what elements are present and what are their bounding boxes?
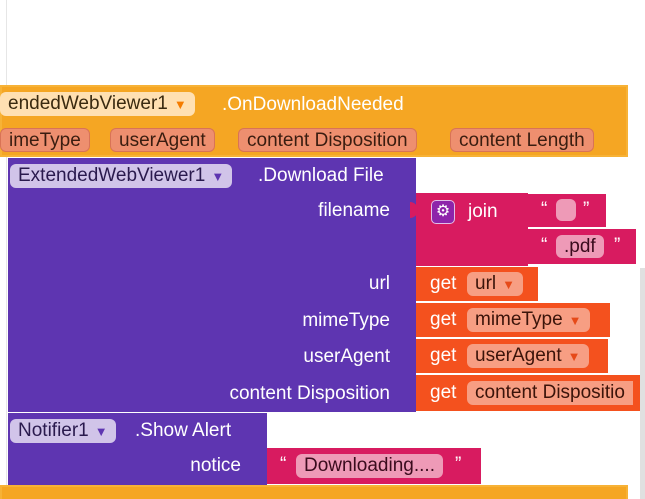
event-param-mimetype[interactable]: imeType xyxy=(0,128,90,152)
arg-notice-label: notice xyxy=(190,455,241,476)
get-url-block[interactable]: get url▼ xyxy=(416,267,538,301)
chevron-down-icon: ▼ xyxy=(502,277,515,292)
get-content-disposition-block[interactable]: get content Dispositio xyxy=(416,375,645,411)
text-block-pdf[interactable]: “ .pdf ” xyxy=(528,229,636,264)
arg-mimetype-label: mimeType xyxy=(302,310,390,331)
arg-url-label: url xyxy=(368,273,390,294)
text-pdf-field[interactable]: .pdf xyxy=(556,235,604,258)
chevron-down-icon: ▼ xyxy=(568,313,582,328)
quote-open-icon-glyph: “ xyxy=(280,454,287,475)
text-block-downloading[interactable]: “ Downloading.... ” xyxy=(267,448,481,484)
quote-close-icon: ” xyxy=(614,235,621,256)
arg-useragent-label: userAgent xyxy=(303,346,390,367)
event-component-dropdown[interactable]: endedWebViewer1▼ xyxy=(0,92,195,116)
quote-open-icon: “ xyxy=(541,199,548,220)
text-block-empty[interactable]: “ ” xyxy=(528,194,606,227)
arg-filename-label: filename xyxy=(318,200,390,221)
quote-close-icon: ” xyxy=(455,454,462,475)
quote-close-icon: ” xyxy=(583,199,590,220)
text-downloading-field[interactable]: Downloading.... xyxy=(296,454,443,478)
chevron-down-icon: ▼ xyxy=(173,97,187,112)
join-block[interactable]: ⚙ join xyxy=(416,193,528,266)
get-label: get xyxy=(430,345,457,366)
chevron-down-icon: ▼ xyxy=(211,169,225,184)
download-method-label: .Download File xyxy=(258,165,384,186)
event-param-content-disposition[interactable]: content Disposition xyxy=(238,128,417,152)
get-content-disposition-dropdown[interactable]: content Dispositio xyxy=(467,381,633,405)
get-url-dropdown[interactable]: url▼ xyxy=(467,272,523,296)
get-mimetype-block[interactable]: get mimeType▼ xyxy=(416,303,610,337)
arg-content-disposition-label: content Disposition xyxy=(229,383,390,404)
event-block-ondownloadneeded[interactable]: endedWebViewer1▼ .OnDownloadNeeded imeTy… xyxy=(0,85,628,157)
join-label: join xyxy=(468,201,498,222)
join-connector xyxy=(410,202,418,218)
vertical-scrollbar[interactable] xyxy=(640,268,645,499)
event-name-label: .OnDownloadNeeded xyxy=(222,94,404,115)
get-useragent-block[interactable]: get userAgent▼ xyxy=(416,339,608,373)
notifier-show-alert-block[interactable]: Notifier1▼ .Show Alert notice xyxy=(8,413,267,485)
get-label: get xyxy=(430,273,457,294)
get-mimetype-dropdown[interactable]: mimeType▼ xyxy=(467,308,590,332)
download-component-dropdown[interactable]: ExtendedWebViewer1▼ xyxy=(10,164,233,188)
chevron-down-icon: ▼ xyxy=(94,424,108,439)
get-useragent-dropdown[interactable]: userAgent▼ xyxy=(467,344,589,368)
event-param-content-length[interactable]: content Length xyxy=(450,128,594,152)
chevron-down-icon: ▼ xyxy=(567,349,581,364)
download-file-block[interactable]: ExtendedWebViewer1▼ .Download File filen… xyxy=(8,158,416,412)
workspace-left-edge xyxy=(0,0,7,499)
text-empty-field[interactable] xyxy=(556,199,576,221)
gear-icon[interactable]: ⚙ xyxy=(431,200,455,224)
event-block-bottom-edge xyxy=(0,485,628,499)
notifier-component-dropdown[interactable]: Notifier1▼ xyxy=(10,419,116,443)
get-label: get xyxy=(430,382,457,403)
event-param-useragent[interactable]: userAgent xyxy=(110,128,215,152)
notifier-method-label: .Show Alert xyxy=(135,420,232,441)
quote-open-icon: “ xyxy=(541,235,548,256)
get-label: get xyxy=(430,309,457,330)
